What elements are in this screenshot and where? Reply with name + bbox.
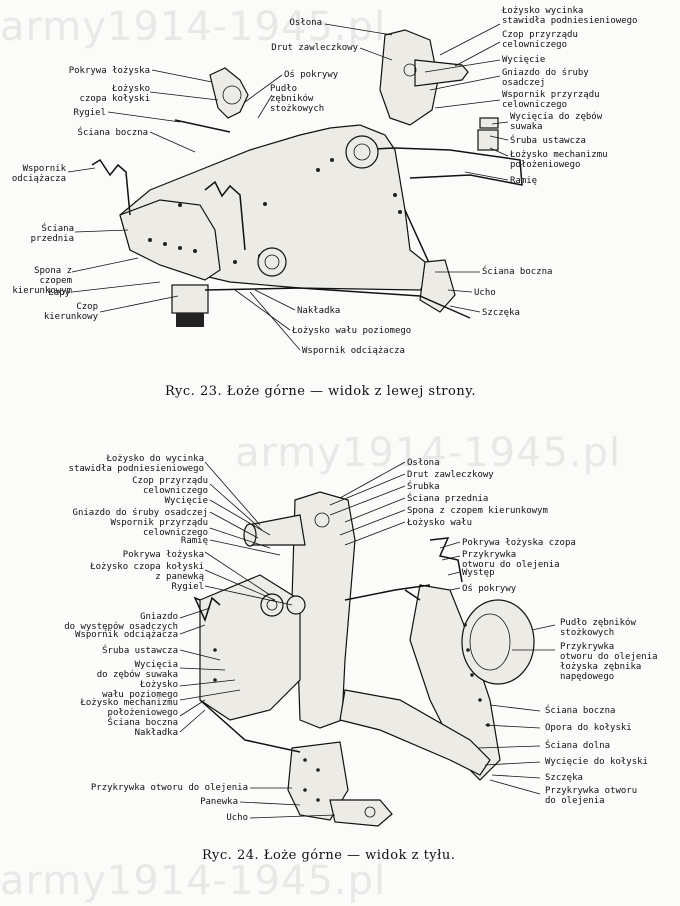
label-szczeka: Szczęka	[482, 308, 520, 318]
label-czop-przyrzadu: Czop przyrządu celowniczego	[502, 30, 578, 50]
label-opora-kolyski: Opora do kołyski	[545, 723, 632, 733]
label-wspornik-odciazacza-left: Wspornik odciążacza	[11, 164, 66, 184]
label-wspornik-odciazacza-b: Wspornik odciążacza	[75, 630, 178, 640]
label-przykrywka-olejenia-1: Przykrywka otworu do olejenia	[462, 550, 560, 570]
label-lozysko-walu-poziomego: Łożysko wału poziomego	[292, 326, 412, 336]
label-os-pokrywy: Oś pokrywy	[284, 70, 339, 80]
label-rygiel: Rygiel	[73, 108, 106, 118]
label-wyciecie: Wycięcie	[502, 55, 546, 65]
label-sruba-ustawcza: Śruba ustawcza	[510, 136, 586, 146]
label-sruba-ustawcza-b: Śruba ustawcza	[102, 646, 178, 656]
label-sciana-boczna-b-left: Ściana boczna	[107, 718, 178, 728]
label-ramie-b: Ramię	[180, 536, 208, 546]
label-ramie: Ramię	[510, 176, 538, 186]
label-lozysko-mechanizmu: Łożysko mechanizmu położeniowego	[510, 150, 608, 170]
label-sciana-boczna-right: Ściana boczna	[482, 267, 553, 277]
label-przykrywka-olejenia-3: Przykrywka otworu do olejenia	[545, 786, 638, 806]
label-gniazdo-wystepow: Gniazdo do występów osadczych	[64, 612, 178, 632]
label-panewka: Panewka	[200, 797, 238, 807]
label-srubka: Śrubka	[407, 482, 440, 492]
watermark-middle: army1914-1945.pl	[235, 430, 622, 476]
label-ucho: Ucho	[474, 288, 496, 298]
label-drut-zawleczkowy-b: Drut zawleczkowy	[407, 470, 494, 480]
label-przykrywka-olejenia-2: Przykrywka otworu do olejenia	[90, 783, 248, 793]
upper-carriage-side-view-drawing	[91, 29, 523, 327]
label-pudlo-zebnikow: Pudło zębników stożkowych	[270, 84, 325, 114]
label-lozysko-walu-b: Łożysko wału	[407, 518, 473, 528]
label-wspornik-odciazacza-bottom: Wspornik odciążacza	[302, 346, 405, 356]
label-pudlo-zebnikow-b: Pudło zębników stożkowych	[560, 618, 636, 638]
label-przykrywka-zebnika: Przykrywka otworu do olejenia łożyska zę…	[560, 642, 658, 682]
label-rygiel-b: Rygiel	[171, 582, 204, 592]
label-os-pokrywy-b: Oś pokrywy	[462, 584, 517, 594]
label-lozysko-do-wycinka: Łożysko do wycinka stawidła podniesienio…	[68, 454, 204, 474]
label-wspornik-przyrzadu-b: Wspornik przyrządu celowniczego	[110, 518, 208, 538]
label-nakladka-b: Nakładka	[134, 728, 178, 738]
label-nakladka: Nakładka	[297, 306, 341, 316]
label-wyciecia-b: Wycięcia do zębów suwaka	[96, 660, 178, 680]
label-czop-przyrzadu-b: Czop przyrządu celowniczego	[132, 476, 208, 496]
label-sciana-boczna-left: Ściana boczna	[77, 128, 148, 138]
figure-23-caption: Ryc. 23. Łoże górne — widok z lewej stro…	[165, 384, 476, 399]
label-lapy: Łapy	[48, 288, 70, 298]
label-ucho-b: Ucho	[226, 813, 248, 823]
label-gniazdo-sruby: Gniazdo do śruby osadczej	[502, 68, 589, 88]
label-wspornik-przyrzadu: Wspornik przyrządu celowniczego	[502, 90, 600, 110]
label-lozysko-walu-poziomego-b: Łożysko wału poziomego	[102, 680, 178, 700]
label-wyciecia-zebow-suwaka: Wycięcia do zębów suwaka	[510, 112, 603, 132]
label-drut-zawleczkowy: Drut zawleczkowy	[271, 43, 358, 53]
label-lozysko-czopa-kolyski: Łożysko czopa kołyski	[79, 84, 150, 104]
label-wyciecie-kolyski: Wycięcie do kołyski	[545, 757, 648, 767]
label-wystep: Występ	[462, 568, 495, 578]
label-wyciecie-b: Wycięcie	[164, 496, 208, 506]
label-sciana-przednia: Ściana przednia	[30, 224, 74, 244]
label-lozysko-czopa-kolyski-b: Łożysko czopa kołyski z panewką	[90, 562, 204, 582]
label-pokrywa-lozyska-czopa: Pokrywa łożyska czopa	[462, 538, 576, 548]
label-gniazdo-b: Gniazdo do śruby osadczej	[72, 508, 208, 518]
label-szczeka-b: Szczęka	[545, 773, 583, 783]
upper-carriage-rear-view-drawing	[193, 491, 535, 827]
label-sciana-przednia-b: Ściana przednia	[407, 494, 489, 504]
label-sciana-dolna: Ściana dolna	[545, 741, 611, 751]
label-oslona: Osłona	[289, 18, 322, 28]
watermark-bottom: army1914-1945.pl	[0, 858, 387, 904]
label-lozysko-wycinka: Łożysko wycinka stawidła podniesienioweg…	[502, 6, 638, 26]
label-czop-kierunkowy: Czop kierunkowy	[43, 302, 98, 322]
label-pokrywa-lozyska-b: Pokrywa łożyska	[122, 550, 204, 560]
label-oslona-b: Osłona	[407, 458, 440, 468]
label-spona-czop: Spona z czopem kierunkowym	[12, 266, 72, 296]
label-sciana-boczna-b-right: Ściana boczna	[545, 706, 616, 716]
label-lozysko-mechanizmu-b: Łożysko mechanizmu położeniowego	[80, 698, 178, 718]
watermark-top: army1914-1945.pl	[0, 4, 387, 50]
figure-24-caption: Ryc. 24. Łoże górne — widok z tyłu.	[202, 848, 456, 863]
label-spona-b: Spona z czopem kierunkowym	[407, 506, 548, 516]
label-pokrywa-lozyska: Pokrywa łożyska	[68, 66, 150, 76]
